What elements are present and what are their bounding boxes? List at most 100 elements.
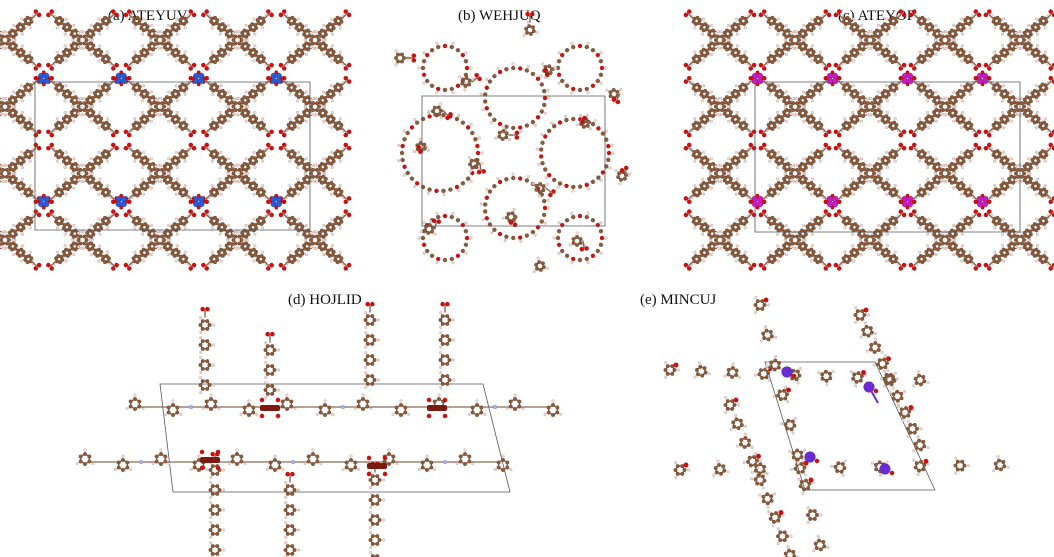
carbon-atom — [102, 82, 108, 87]
carbon-atom — [237, 234, 242, 239]
hydrogen-atom — [142, 259, 146, 263]
oxygen-atom — [556, 242, 562, 248]
oxygen-atom — [36, 262, 42, 268]
carbon-atom — [429, 229, 435, 234]
carbon-atom — [150, 47, 156, 52]
bond — [746, 60, 752, 67]
carbon-atom — [147, 32, 152, 37]
hydrogen-atom — [295, 99, 300, 103]
carbon-atom — [600, 131, 606, 136]
hydrogen-atom — [218, 165, 222, 170]
carbon-atom — [61, 26, 66, 31]
hydrogen-atom — [709, 52, 713, 57]
carbon-atom — [541, 212, 547, 218]
hydrogen-atom — [72, 252, 76, 257]
carbon-atom — [168, 243, 173, 248]
hydrogen-atom — [477, 136, 481, 140]
hydrogen-atom — [154, 31, 158, 35]
hydrogen-atom — [218, 244, 222, 248]
hydrogen-atom — [63, 44, 67, 48]
hydrogen-atom — [106, 50, 110, 54]
hydrogen-atom — [28, 226, 32, 230]
hydrogen-atom — [463, 88, 467, 92]
hydrogen-atom — [297, 59, 301, 63]
carbon-atom — [99, 183, 104, 188]
carbon-atom — [4, 108, 10, 113]
carbon-atom — [618, 177, 624, 182]
hydrogen-atom — [494, 136, 498, 140]
carbon-atom — [524, 233, 530, 238]
carbon-atom — [335, 82, 340, 87]
bond — [283, 193, 289, 200]
panel-b-title: (b) WEHJUQ — [458, 8, 541, 24]
carbon-atom — [584, 44, 590, 50]
hydrogen-atom — [543, 75, 547, 80]
hydrogen-atom — [63, 99, 67, 103]
oxygen-atom — [41, 70, 46, 75]
carbon-atom — [184, 256, 189, 261]
oxygen-atom — [343, 132, 349, 138]
hydrogen-atom — [80, 179, 84, 184]
oxygen-atom — [751, 62, 757, 68]
carbon-atom — [497, 130, 502, 135]
carbon-atom — [323, 176, 328, 181]
hydrogen-atom — [174, 217, 178, 221]
oxygen-atom — [201, 262, 206, 268]
hydrogen-atom — [512, 207, 516, 212]
hydrogen-atom — [244, 186, 248, 190]
carbon-atom — [242, 228, 247, 233]
hydrogen-atom — [309, 31, 313, 35]
carbon-atom — [290, 126, 295, 131]
hydrogen-atom — [148, 38, 152, 43]
bond — [31, 193, 37, 200]
carbon-atom — [319, 95, 325, 100]
hydrogen-atom — [98, 110, 102, 115]
hydrogen-atom — [522, 33, 526, 38]
carbon-atom — [176, 49, 181, 54]
hydrogen-atom — [142, 150, 146, 154]
carbon-atom — [208, 19, 214, 24]
carbon-atom — [184, 122, 189, 128]
hydrogen-atom — [140, 32, 145, 36]
hydrogen-atom — [72, 90, 76, 94]
oxygen-atom — [454, 184, 460, 190]
carbon-atom — [460, 181, 466, 186]
carbon-atom — [143, 53, 148, 58]
bond — [283, 213, 289, 220]
hydrogen-atom — [106, 183, 110, 188]
hydrogen-atom — [502, 125, 506, 129]
oxygen-atom — [269, 262, 274, 268]
hydrogen-atom — [628, 172, 632, 176]
carbon-atom — [29, 189, 34, 194]
carbon-atom — [53, 219, 59, 224]
carbon-atom — [17, 222, 22, 227]
hydrogen-atom — [81, 96, 85, 101]
carbon-atom — [393, 55, 399, 61]
carbon-atom — [228, 114, 233, 119]
carbon-atom — [449, 86, 455, 92]
hydrogen-atom — [321, 105, 325, 109]
hydrogen-atom — [149, 252, 153, 257]
hydrogen-atom — [261, 226, 265, 230]
carbon-atom — [492, 183, 497, 189]
carbon-atom — [82, 101, 87, 106]
hydrogen-atom — [97, 259, 101, 263]
carbon-atom — [564, 217, 570, 223]
hydrogen-atom — [142, 17, 146, 21]
bond — [128, 127, 134, 133]
hydrogen-atom — [563, 114, 568, 118]
bond — [50, 193, 57, 200]
hydrogen-atom — [297, 84, 301, 88]
carbon-atom — [305, 247, 311, 252]
bond — [283, 60, 289, 67]
bond — [205, 127, 212, 133]
oxygen-atom — [278, 145, 284, 151]
carbon-atom — [159, 174, 165, 179]
oxygen-atom — [517, 176, 523, 181]
carbon-atom — [534, 183, 539, 188]
hydrogen-atom — [98, 32, 102, 36]
hydrogen-atom — [183, 50, 187, 54]
bond — [31, 60, 37, 67]
carbon-atom — [622, 176, 627, 181]
hydrogen-atom — [252, 59, 256, 63]
